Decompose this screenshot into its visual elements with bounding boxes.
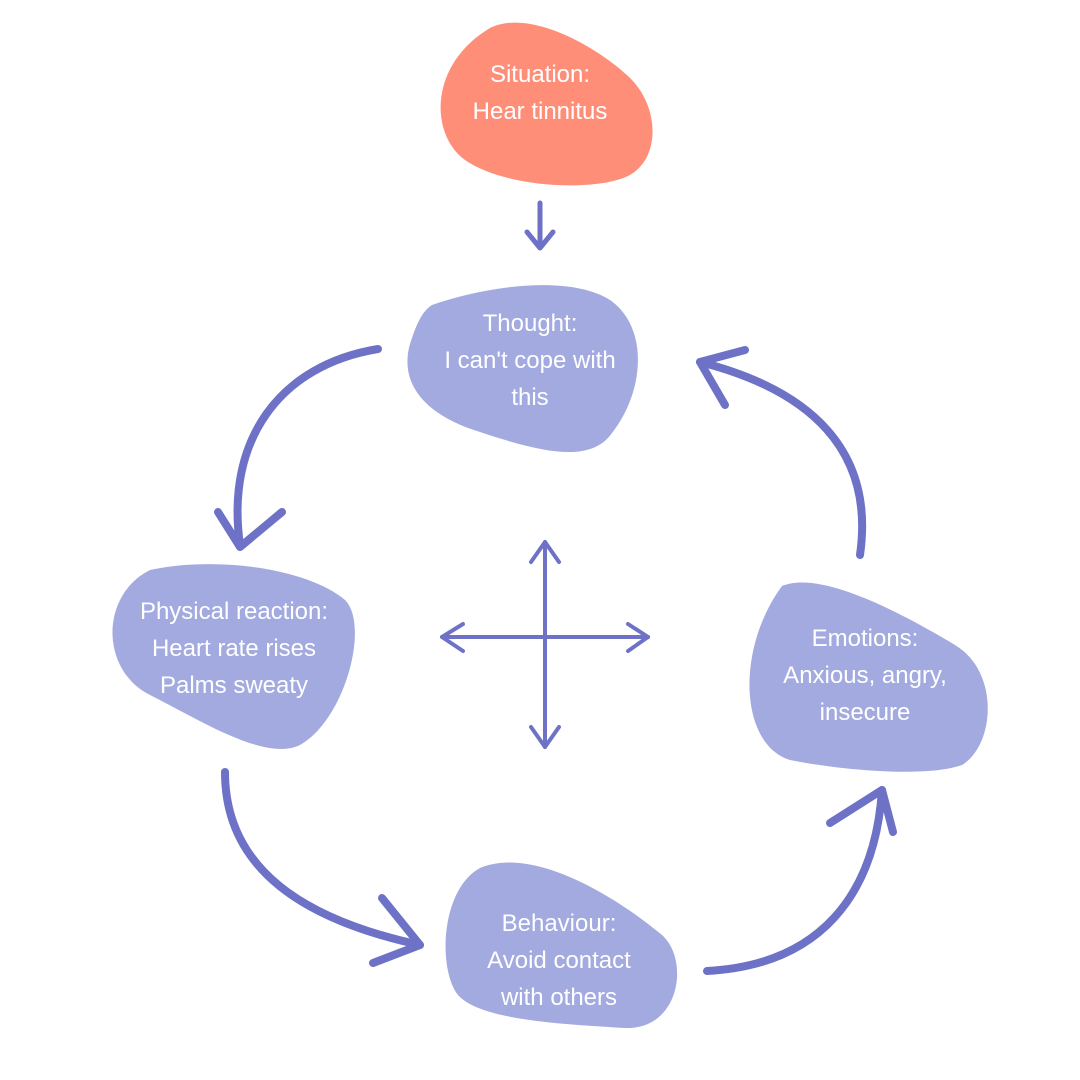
arrow-behaviour-to-emotions (703, 786, 897, 975)
thought-blob (407, 285, 638, 453)
situation-label-line: Hear tinnitus (472, 98, 608, 125)
emotions-label: Emotions: Anxious, angry, insecure (783, 620, 947, 731)
emotions-label-line: Emotions: (811, 625, 919, 652)
behaviour-label-line: with others (500, 984, 618, 1011)
emotions-blob (749, 582, 988, 772)
behaviour-label-line: Avoid contact (487, 947, 631, 974)
thought-label-line: Thought: (482, 310, 578, 337)
physical-label-line: Palms sweaty (159, 672, 309, 699)
behaviour-label: Behaviour: Avoid contact with others (487, 905, 631, 1016)
physical-blob (112, 564, 355, 749)
physical-label: Physical reaction: Heart rate rises Palm… (140, 593, 328, 704)
situation-label: Situation: Hear tinnitus (473, 56, 608, 130)
behaviour-label-line: Behaviour: (501, 910, 617, 937)
situation-blob (440, 22, 653, 186)
behaviour-blob (445, 862, 678, 1029)
four-way-arrow-icon (440, 540, 650, 749)
emotions-label-line: insecure (819, 699, 911, 726)
arrow-emotions-to-thought (696, 346, 867, 559)
emotions-label-line: Anxious, angry, (783, 662, 947, 689)
arrow-thought-to-physical (214, 345, 382, 551)
arrow-situation-to-thought (524, 200, 556, 251)
thought-label: Thought: I can't cope with this (444, 305, 615, 416)
physical-label-line: Heart rate rises (151, 635, 317, 662)
thought-label-line: I can't cope with (444, 347, 616, 374)
thought-label-line: this (511, 384, 549, 411)
physical-label-line: Physical reaction: (139, 598, 329, 625)
situation-label-line: Situation: (489, 61, 591, 88)
arrow-physical-to-behaviour (221, 768, 424, 967)
